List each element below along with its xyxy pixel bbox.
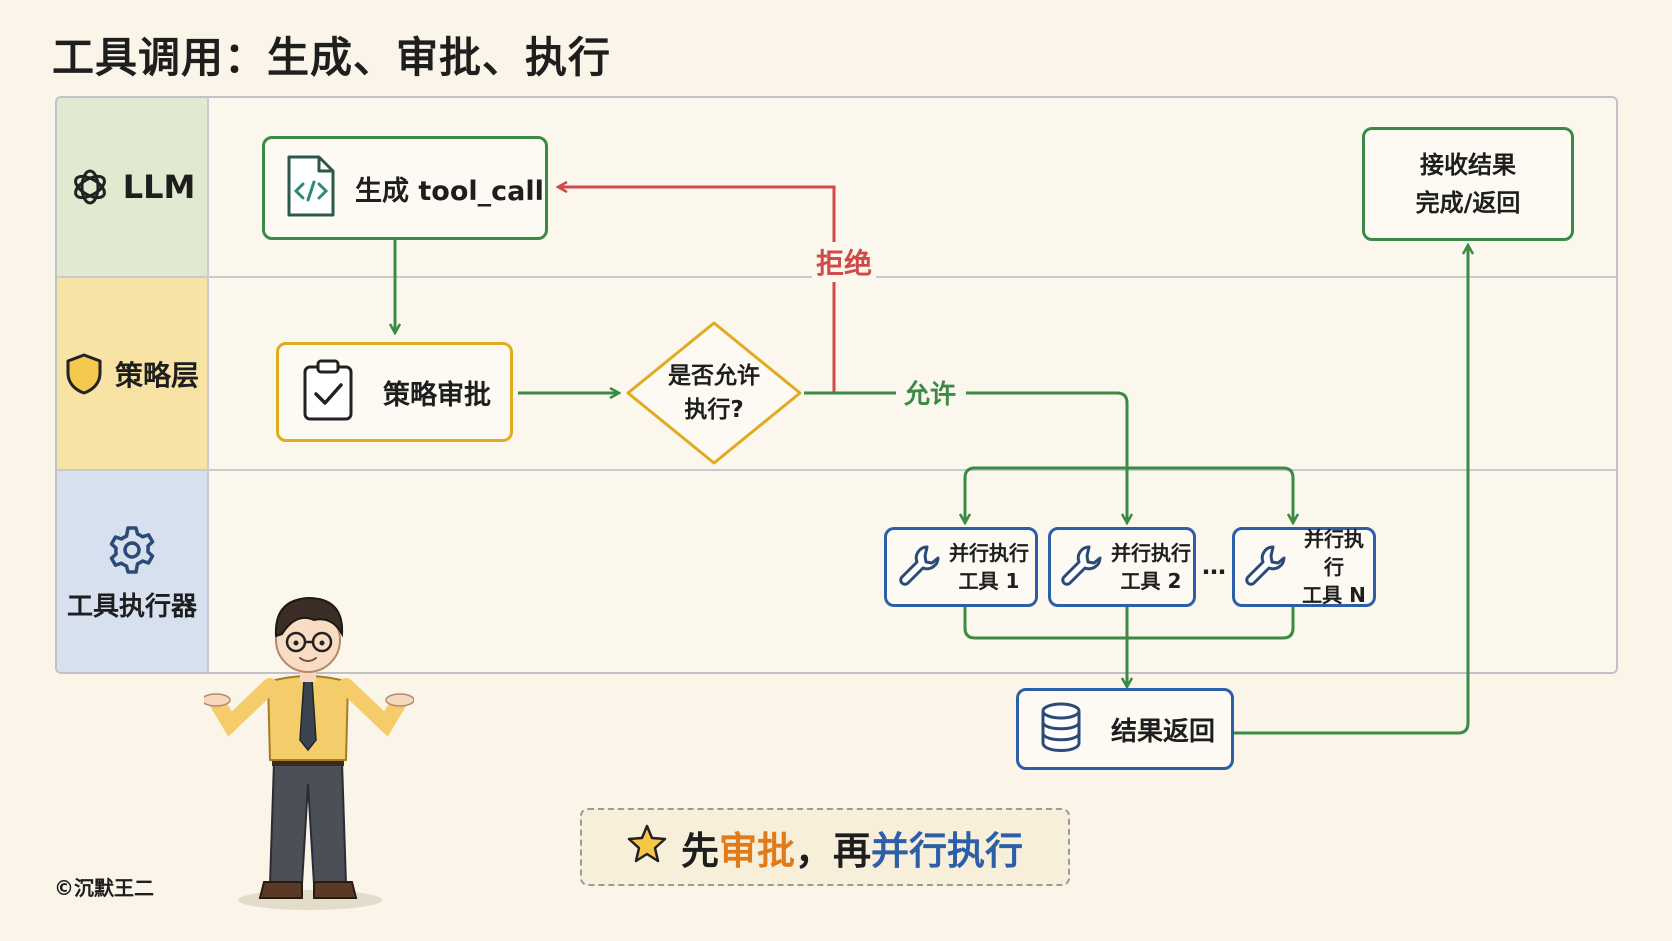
tool-node-2: 并行执行 工具 2 [1048,527,1196,607]
tools-ellipsis: … [1202,552,1226,580]
shield-icon [65,352,103,396]
code-file-icon [285,154,337,222]
tool-node-n: 并行执行 工具 N [1232,527,1376,607]
lane-policy-header: 策略层 [57,278,209,469]
wrench-icon [1243,543,1287,591]
banner-part2: 审批 [718,828,795,873]
database-icon [1039,701,1083,757]
decision-node: 是否允许 执行? [624,320,804,466]
result-return-node: 结果返回 [1016,688,1234,770]
decision-line1: 是否允许 [668,363,760,389]
tool-1-line2: 工具 1 [958,569,1020,593]
lane-executor-header: 工具执行器 [57,471,209,672]
summary-banner: 先审批，再并行执行 [580,808,1070,886]
tool-n-line2: 工具 N [1302,583,1366,607]
edge-fork [963,466,1295,522]
tool-n-line1: 并行执行 [1304,527,1364,579]
cartoon-character-illustration [204,596,414,910]
tool-1-line1: 并行执行 [949,541,1029,565]
receive-line2: 完成/返回 [1415,189,1521,217]
decision-diamond-shape [626,321,802,465]
wrench-icon [1059,543,1103,591]
edge-join [963,606,1295,640]
policy-review-label: 策略审批 [383,379,491,411]
tool-node-1: 并行执行 工具 1 [884,527,1038,607]
banner-part1: 先 [680,828,719,873]
tool-2-line1: 并行执行 [1111,541,1191,565]
reject-label: 拒绝 [812,242,877,282]
page-title: 工具调用：生成、审批、执行 [52,33,612,82]
star-icon [627,823,667,872]
lane-executor: 工具执行器 [57,471,1616,672]
openai-logo-icon [69,166,111,208]
gear-icon [106,524,158,576]
copyright: ©沉默王二 [54,876,154,900]
banner-part3: ，再 [795,828,872,873]
generate-label: 生成 tool_call [355,175,544,207]
allow-label: 允许 [904,380,957,410]
banner-part4: 并行执行 [871,828,1024,873]
edge-result-to-receive [1234,246,1468,735]
lane-llm-label: LLM [122,168,196,206]
lane-executor-label: 工具执行器 [66,592,197,622]
lane-llm: LLM [57,98,1616,278]
policy-review-node: 策略审批 [276,342,513,442]
receive-line1: 接收结果 [1420,151,1516,179]
tool-2-line2: 工具 2 [1120,569,1182,593]
wrench-icon [897,543,941,591]
receive-result-node: 接收结果 完成/返回 [1362,127,1574,241]
generate-tool-call-node: 生成 tool_call [262,136,548,240]
result-return-label: 结果返回 [1111,716,1216,747]
lane-policy-label: 策略层 [114,358,199,392]
lane-llm-header: LLM [57,98,209,276]
decision-line2: 执行? [684,397,744,423]
edge-allow-b [966,391,1127,522]
lane-policy: 策略层 [57,278,1616,471]
clipboard-check-icon [301,358,355,426]
